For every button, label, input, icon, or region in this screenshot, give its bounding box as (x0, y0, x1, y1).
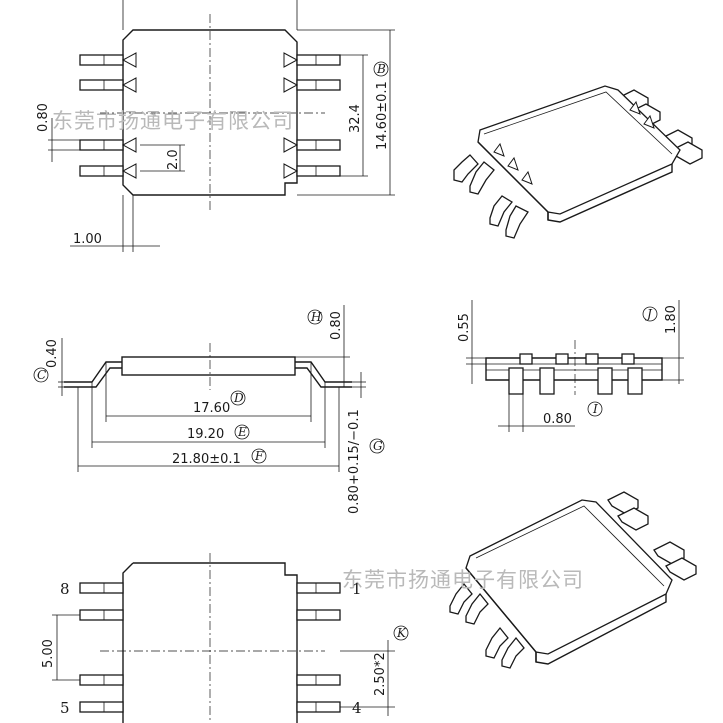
end-view: 0.55 1.80 J 0.80 I (457, 300, 684, 432)
label-J: J (644, 307, 653, 321)
dim-offset: 1.00 (73, 232, 102, 247)
dim-pin-span: 5.00 (41, 639, 56, 668)
side-view: 0.40 C 0.80 H 17.60 D 19.20 E 21.80±0.1 … (33, 305, 385, 514)
dim-height: 32.4 (348, 104, 363, 133)
dim-width-1: 17.60 (193, 401, 230, 416)
dim-pin-pitch-top: 0.80 (36, 103, 51, 132)
bottom-view: 8 5 1 4 5.00 2.50*2 K (41, 553, 409, 723)
label-C: C (37, 368, 46, 382)
label-F: F (254, 449, 264, 463)
label-H: H (310, 310, 322, 324)
pin-number-4: 4 (352, 699, 362, 717)
bottom-view-body (122, 562, 298, 723)
dim-width-3: 21.80±0.1 (172, 452, 241, 467)
watermark-top: 东莞市扬通电子有限公司 (52, 109, 294, 133)
dim-pin-pitch-bottom: 2.50*2 (373, 652, 388, 696)
iso-view-top (453, 85, 703, 239)
side-view-body (121, 356, 296, 376)
dim-end-b: 1.80 (664, 305, 679, 334)
pin-number-5: 5 (60, 699, 70, 717)
label-G: G (373, 439, 383, 453)
pin-number-8: 8 (60, 580, 70, 598)
dim-overall: 14.60±0.1 (375, 81, 390, 150)
dim-width-2: 19.20 (187, 427, 224, 442)
dim-lead-thickness: 0.40 (45, 339, 60, 368)
dim-end-a: 0.55 (457, 313, 472, 342)
iso-body-top (477, 85, 681, 215)
top-view-body (122, 29, 298, 196)
label-K: K (396, 626, 407, 640)
top-view: 0.80 2.0 32.4 14.60±0.1 B 1.00 (36, 0, 395, 252)
label-I: I (592, 402, 598, 416)
dim-end-pin: 0.80 (543, 412, 572, 427)
label-D: D (233, 391, 244, 405)
label-B: B (376, 62, 386, 76)
iso-view-bottom (449, 491, 697, 669)
watermark-bottom: 东莞市扬通电子有限公司 (342, 568, 584, 592)
dim-standoff: 0.80 (329, 311, 344, 340)
label-E: E (237, 425, 247, 439)
dim-lead-length: 0.80+0.15/−0.1 (347, 409, 362, 514)
pin-number-1: 1 (352, 580, 362, 598)
dim-slot: 2.0 (166, 149, 181, 170)
